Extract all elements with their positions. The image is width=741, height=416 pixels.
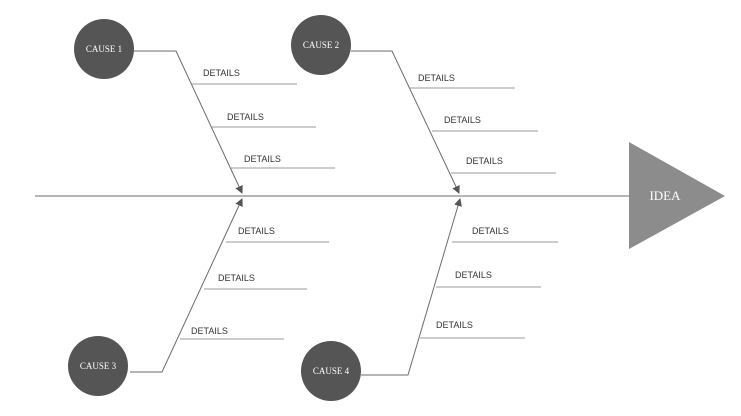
cause-1-connector — [134, 50, 243, 194]
cause-4-label: CAUSE 4 — [313, 366, 350, 376]
cause-1-branch: CAUSE 1 DETAILS DETAILS DETAILS — [74, 19, 335, 194]
cause-4-branch: CAUSE 4 DETAILS DETAILS DETAILS — [301, 198, 558, 401]
cause-1-circle — [74, 19, 134, 79]
cause-4-detail-1: DETAILS — [472, 226, 509, 236]
cause-4-detail-3: DETAILS — [436, 320, 473, 330]
cause-3-connector — [130, 198, 243, 373]
cause-2-circle — [291, 15, 351, 75]
cause-1-detail-2: DETAILS — [227, 112, 264, 122]
cause-2-detail-1: DETAILS — [418, 73, 455, 83]
cause-1-detail-1: DETAILS — [203, 68, 240, 78]
cause-4-circle — [301, 341, 361, 401]
cause-2-detail-3: DETAILS — [466, 156, 503, 166]
cause-3-label: CAUSE 3 — [80, 361, 117, 371]
cause-2-label: CAUSE 2 — [303, 40, 339, 50]
cause-2-connector — [351, 50, 460, 194]
cause-2-detail-2: DETAILS — [444, 115, 481, 125]
idea-label: IDEA — [649, 188, 681, 203]
cause-4-connector — [361, 198, 462, 376]
idea-arrow-head — [629, 142, 725, 249]
cause-3-detail-3: DETAILS — [191, 326, 228, 336]
cause-1-detail-3: DETAILS — [244, 154, 281, 164]
cause-3-branch: CAUSE 3 DETAILS DETAILS DETAILS — [68, 198, 329, 396]
cause-2-branch: CAUSE 2 DETAILS DETAILS DETAILS — [291, 15, 556, 194]
cause-3-detail-2: DETAILS — [218, 273, 255, 283]
cause-1-label: CAUSE 1 — [86, 44, 122, 54]
cause-4-detail-2: DETAILS — [455, 270, 492, 280]
cause-3-circle — [68, 336, 128, 396]
cause-3-detail-1: DETAILS — [238, 226, 275, 236]
